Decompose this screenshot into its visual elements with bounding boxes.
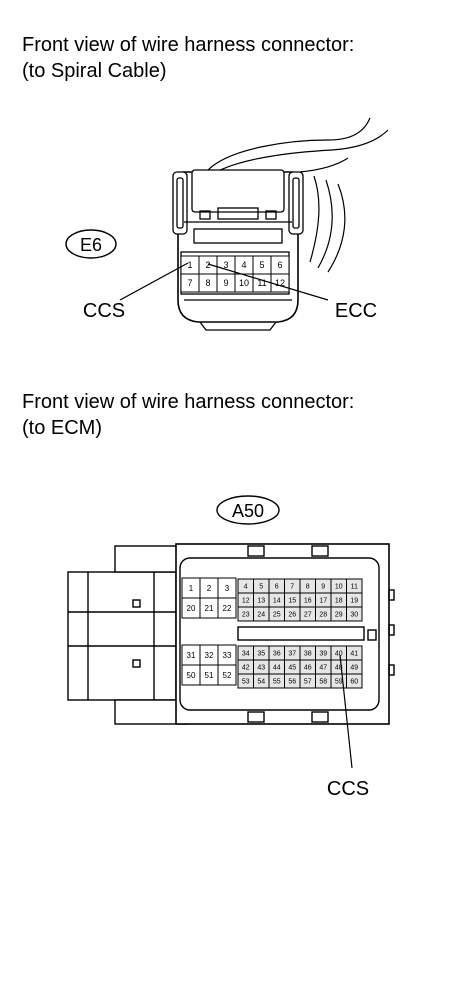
- connector1-label-ecc: ECC: [335, 300, 377, 322]
- pin-number: 55: [273, 679, 281, 686]
- pin-number: 10: [239, 278, 249, 288]
- connector2-title-line1: Front view of wire harness connector:: [22, 391, 355, 413]
- pin-number: 7: [187, 278, 192, 288]
- pin-number: 1: [189, 584, 194, 593]
- pin-number: 56: [288, 679, 296, 686]
- pin-number: 11: [257, 278, 266, 288]
- pin-number: 60: [350, 679, 358, 686]
- pin-number: 50: [187, 671, 196, 680]
- pin-number: 32: [205, 651, 214, 660]
- pin-number: 17: [319, 598, 327, 605]
- pin-number: 40: [335, 651, 343, 658]
- pin-number: 11: [351, 584, 358, 591]
- pin-cavity: [346, 673, 363, 689]
- pin-number: 12: [275, 278, 285, 288]
- pin-number: 8: [205, 278, 210, 288]
- pin-number: 14: [273, 598, 281, 605]
- pin-number: 43: [257, 665, 265, 672]
- pin-number: 26: [288, 612, 296, 619]
- pin-number: 5: [259, 584, 263, 591]
- pin-number: 38: [304, 651, 312, 658]
- pin-number: 48: [335, 665, 343, 672]
- pin-number: 3: [225, 584, 230, 593]
- pin-number: 30: [350, 612, 358, 619]
- ccs-leader-line-e6: [119, 262, 189, 301]
- connector1-title-line1: Front view of wire harness connector:: [22, 34, 355, 56]
- pin-number: 54: [257, 679, 265, 686]
- pin-number: 27: [304, 612, 312, 619]
- pin-number: 13: [257, 598, 265, 605]
- pin-number: 6: [277, 260, 282, 270]
- pin-number: 5: [259, 260, 264, 270]
- connector1-id: E6: [80, 235, 102, 255]
- pin-number: 33: [223, 651, 232, 660]
- pin-number: 24: [257, 612, 265, 619]
- pin-number: 53: [242, 679, 250, 686]
- pin-number: 2: [207, 584, 212, 593]
- pin-number: 28: [319, 612, 327, 619]
- pin-number: 1: [187, 260, 192, 270]
- pin-number: 4: [241, 260, 246, 270]
- pin-number: 37: [288, 651, 296, 658]
- connector-e6: [172, 117, 389, 331]
- pin-number: 6: [275, 584, 279, 591]
- connector-a50: [67, 543, 395, 725]
- pin-number: 35: [257, 651, 265, 658]
- pin-number: 51: [205, 671, 214, 680]
- pin-number: 18: [335, 598, 343, 605]
- pin-cavity: [346, 606, 363, 622]
- pin-number: 31: [187, 651, 196, 660]
- pin-number: 39: [319, 651, 327, 658]
- pin-number: 59: [335, 679, 343, 686]
- pin-number: 19: [350, 598, 358, 605]
- pin-number: 57: [304, 679, 312, 686]
- connector2-label-ccs: CCS: [327, 778, 369, 800]
- pin-number: 23: [242, 612, 250, 619]
- pin-number: 2: [205, 260, 210, 270]
- pin-number: 45: [288, 665, 296, 672]
- pin-number: 41: [350, 651, 358, 658]
- pin-number: 47: [319, 665, 327, 672]
- pin-cavity: [217, 664, 237, 686]
- pin-number: 4: [244, 584, 248, 591]
- pin-number: 44: [273, 665, 281, 672]
- connector2-title-line2: (to ECM): [22, 417, 102, 439]
- connector2-id: A50: [232, 501, 264, 521]
- pin-number: 42: [242, 665, 250, 672]
- pin-number: 25: [273, 612, 281, 619]
- ecc-leader-line-e6: [207, 263, 329, 301]
- connector1-id-badge: E6: [65, 229, 117, 259]
- pin-number: 52: [223, 671, 232, 680]
- pin-number: 9: [321, 584, 325, 591]
- pin-number: 8: [306, 584, 310, 591]
- pin-number: 20: [187, 604, 196, 613]
- pin-number: 58: [319, 679, 327, 686]
- pin-number: 7: [290, 584, 294, 591]
- connector1-label-ccs: CCS: [83, 300, 125, 322]
- connector2-id-badge: A50: [216, 495, 280, 525]
- pin-number: 16: [304, 598, 312, 605]
- pin-number: 36: [273, 651, 281, 658]
- pin-number: 10: [335, 584, 343, 591]
- connector1-title-line2: (to Spiral Cable): [22, 60, 167, 82]
- pin-number: 3: [223, 260, 228, 270]
- pin-number: 34: [242, 651, 250, 658]
- pin-number: 22: [223, 604, 232, 613]
- ccs-leader-line-a50: [339, 654, 353, 769]
- pin-number: 12: [242, 598, 250, 605]
- pin-number: 29: [335, 612, 343, 619]
- pin-number: 15: [288, 598, 296, 605]
- pin-cavity: [217, 597, 237, 619]
- pin-number: 21: [205, 604, 214, 613]
- pin-number: 9: [223, 278, 228, 288]
- pin-number: 49: [350, 665, 358, 672]
- pin-number: 46: [304, 665, 312, 672]
